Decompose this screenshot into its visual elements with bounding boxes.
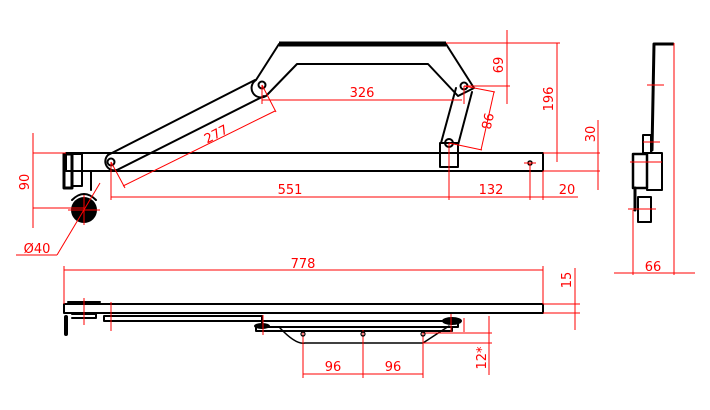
dim-wheel-height: 90 [18,174,33,191]
dim-hole-to-end: 20 [559,183,576,198]
main-bar [65,152,544,172]
mounting-holes [300,331,426,337]
dim-overall-length: 778 [291,257,316,272]
top-bar [63,303,544,314]
wheel-bracket [62,152,97,201]
dim-total-height: 196 [542,87,557,112]
dim-bar-thickness: 15 [560,272,575,289]
dim-bar-height: 30 [584,126,599,143]
dim-hole-spacing-left: 96 [325,360,342,375]
lower-arm [104,79,265,172]
dim-arm-length: 277 [202,123,231,148]
dim-handle-height: 69 [492,57,507,74]
dim-offset: 12* [475,346,490,370]
end-view: 66 [614,42,695,275]
side-view: 326 69 196 98 277 30 90 551 132 20 Ø40 [16,30,600,257]
dim-wheel-diameter: Ø40 [24,242,51,257]
dim-hole-spacing-right: 96 [385,360,402,375]
top-view: 778 15 96 96 12* [63,257,580,378]
dim-link-to-hole: 132 [479,183,504,198]
dimension-lines [16,30,600,256]
dim-pivot-span: 326 [350,86,375,101]
dim-link-length: 98 [477,111,495,130]
dim-pivot-distance: 551 [278,183,303,198]
dim-end-width: 66 [645,260,662,275]
